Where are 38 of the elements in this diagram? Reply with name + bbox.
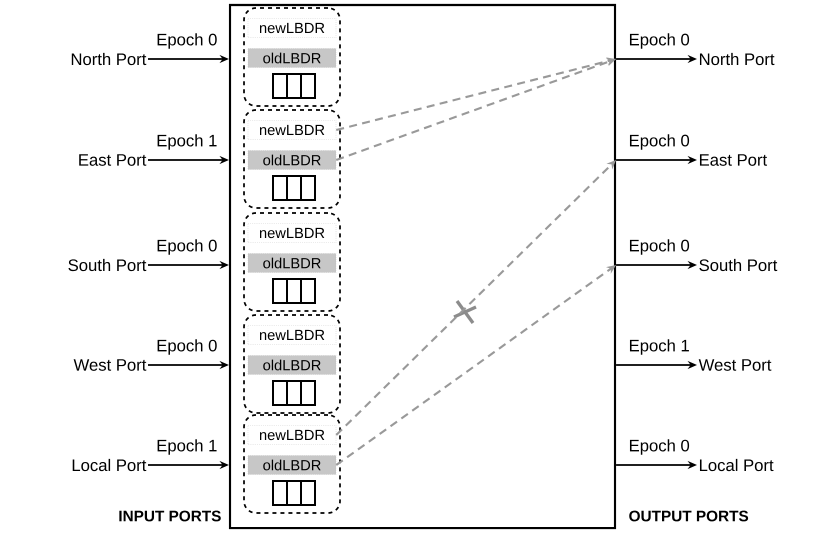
section-label: INPUT PORTS: [119, 510, 221, 522]
epoch-label: Epoch 1: [158, 134, 217, 150]
register-field: newLBDR: [248, 120, 336, 140]
port-label: Local Port: [72, 458, 146, 472]
port-label: South Port: [68, 258, 146, 272]
section-label: OUTPUT PORTS: [629, 510, 748, 522]
buffer-box: [243, 212, 341, 312]
port-label: North Port: [700, 52, 774, 66]
port-label: North Port: [72, 52, 146, 66]
port-label: East Port: [79, 154, 146, 166]
router-box: [228, 4, 616, 530]
port-label: Local Port: [700, 458, 774, 472]
register-field: oldLBDR: [248, 455, 336, 475]
buffer-box: [243, 109, 341, 209]
buffer-box: [243, 414, 341, 514]
register-field: oldLBDR: [248, 48, 336, 68]
buffer-box: [243, 7, 341, 107]
register-field: oldLBDR: [248, 150, 336, 170]
buffer-box: [243, 314, 341, 414]
epoch-label: Epoch 1: [158, 439, 217, 455]
port-label: South Port: [699, 258, 778, 272]
port-label: West Port: [74, 359, 146, 371]
epoch-label: Epoch 0: [630, 33, 690, 49]
register-field: newLBDR: [248, 223, 336, 243]
port-label: West Port: [698, 359, 772, 371]
register-field: newLBDR: [248, 325, 336, 345]
port-label: East Port: [700, 154, 768, 166]
register-field: oldLBDR: [248, 253, 336, 273]
epoch-label: Epoch 0: [158, 33, 217, 49]
epoch-label: Epoch 0: [158, 239, 217, 255]
register-field: oldLBDR: [248, 355, 336, 375]
epoch-label: Epoch 0: [630, 239, 690, 255]
epoch-label: Epoch 0: [630, 134, 690, 150]
epoch-label: Epoch 0: [158, 339, 217, 355]
epoch-label: Epoch 1: [630, 339, 689, 355]
register-field: newLBDR: [248, 425, 336, 445]
epoch-label: Epoch 0: [630, 439, 690, 455]
register-field: newLBDR: [248, 18, 336, 38]
